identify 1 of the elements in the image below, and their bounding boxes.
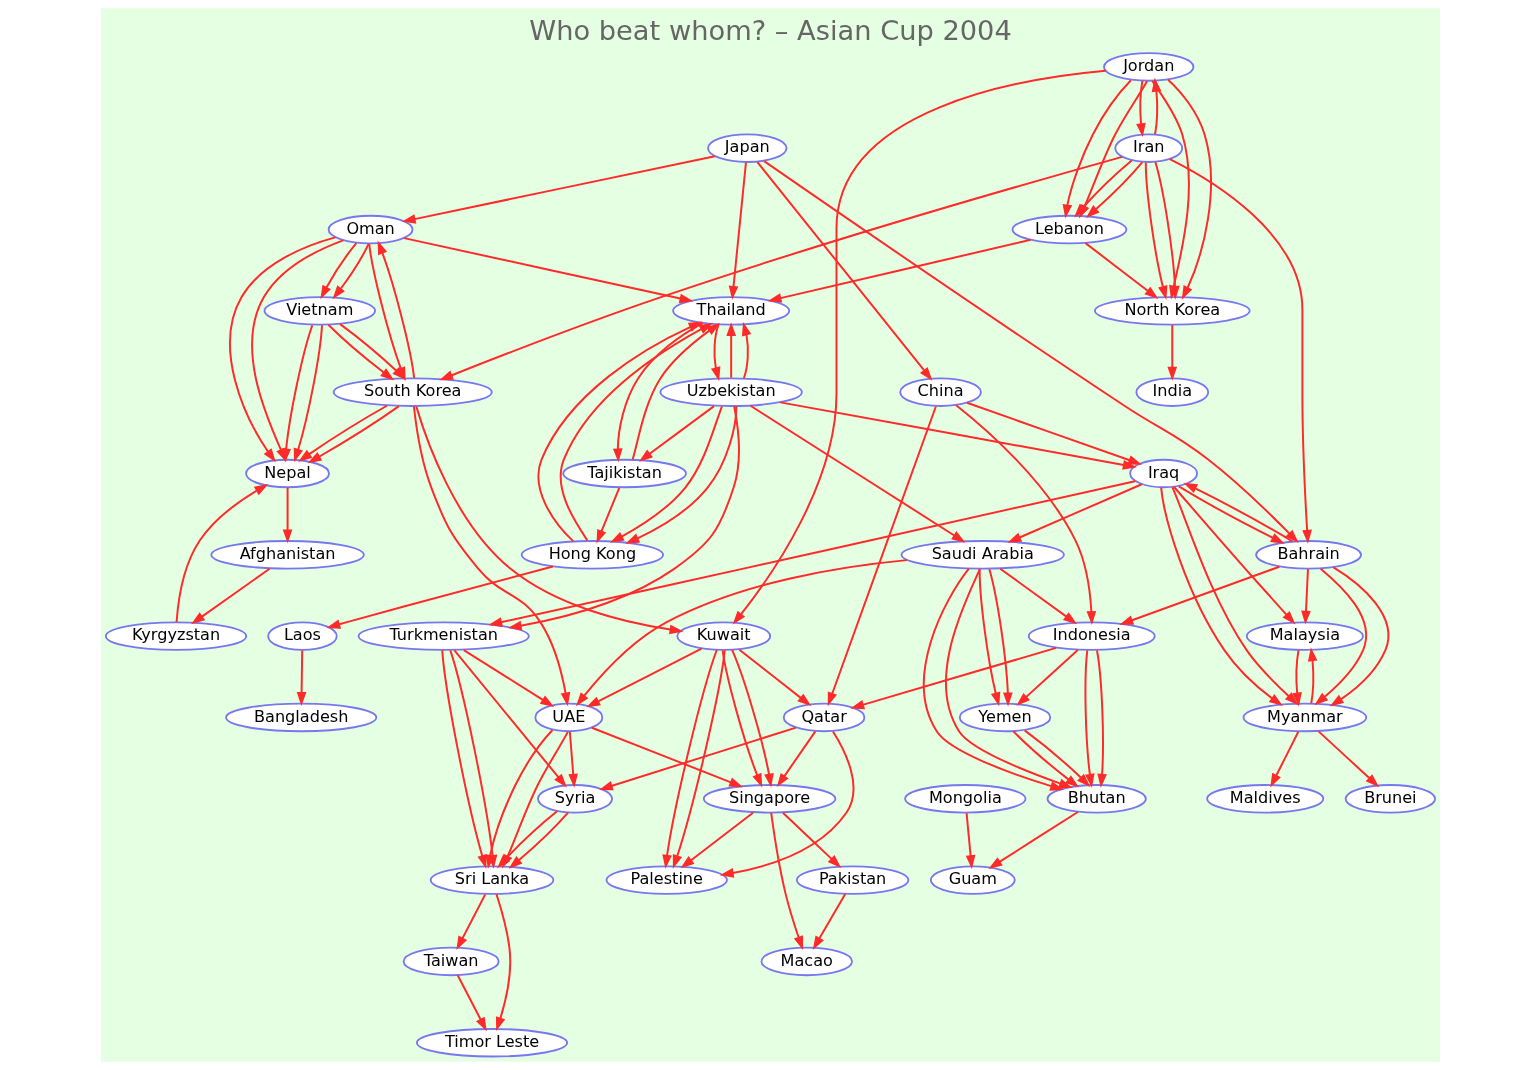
diagram-title: Who beat whom? – Asian Cup 2004 xyxy=(528,15,1012,47)
